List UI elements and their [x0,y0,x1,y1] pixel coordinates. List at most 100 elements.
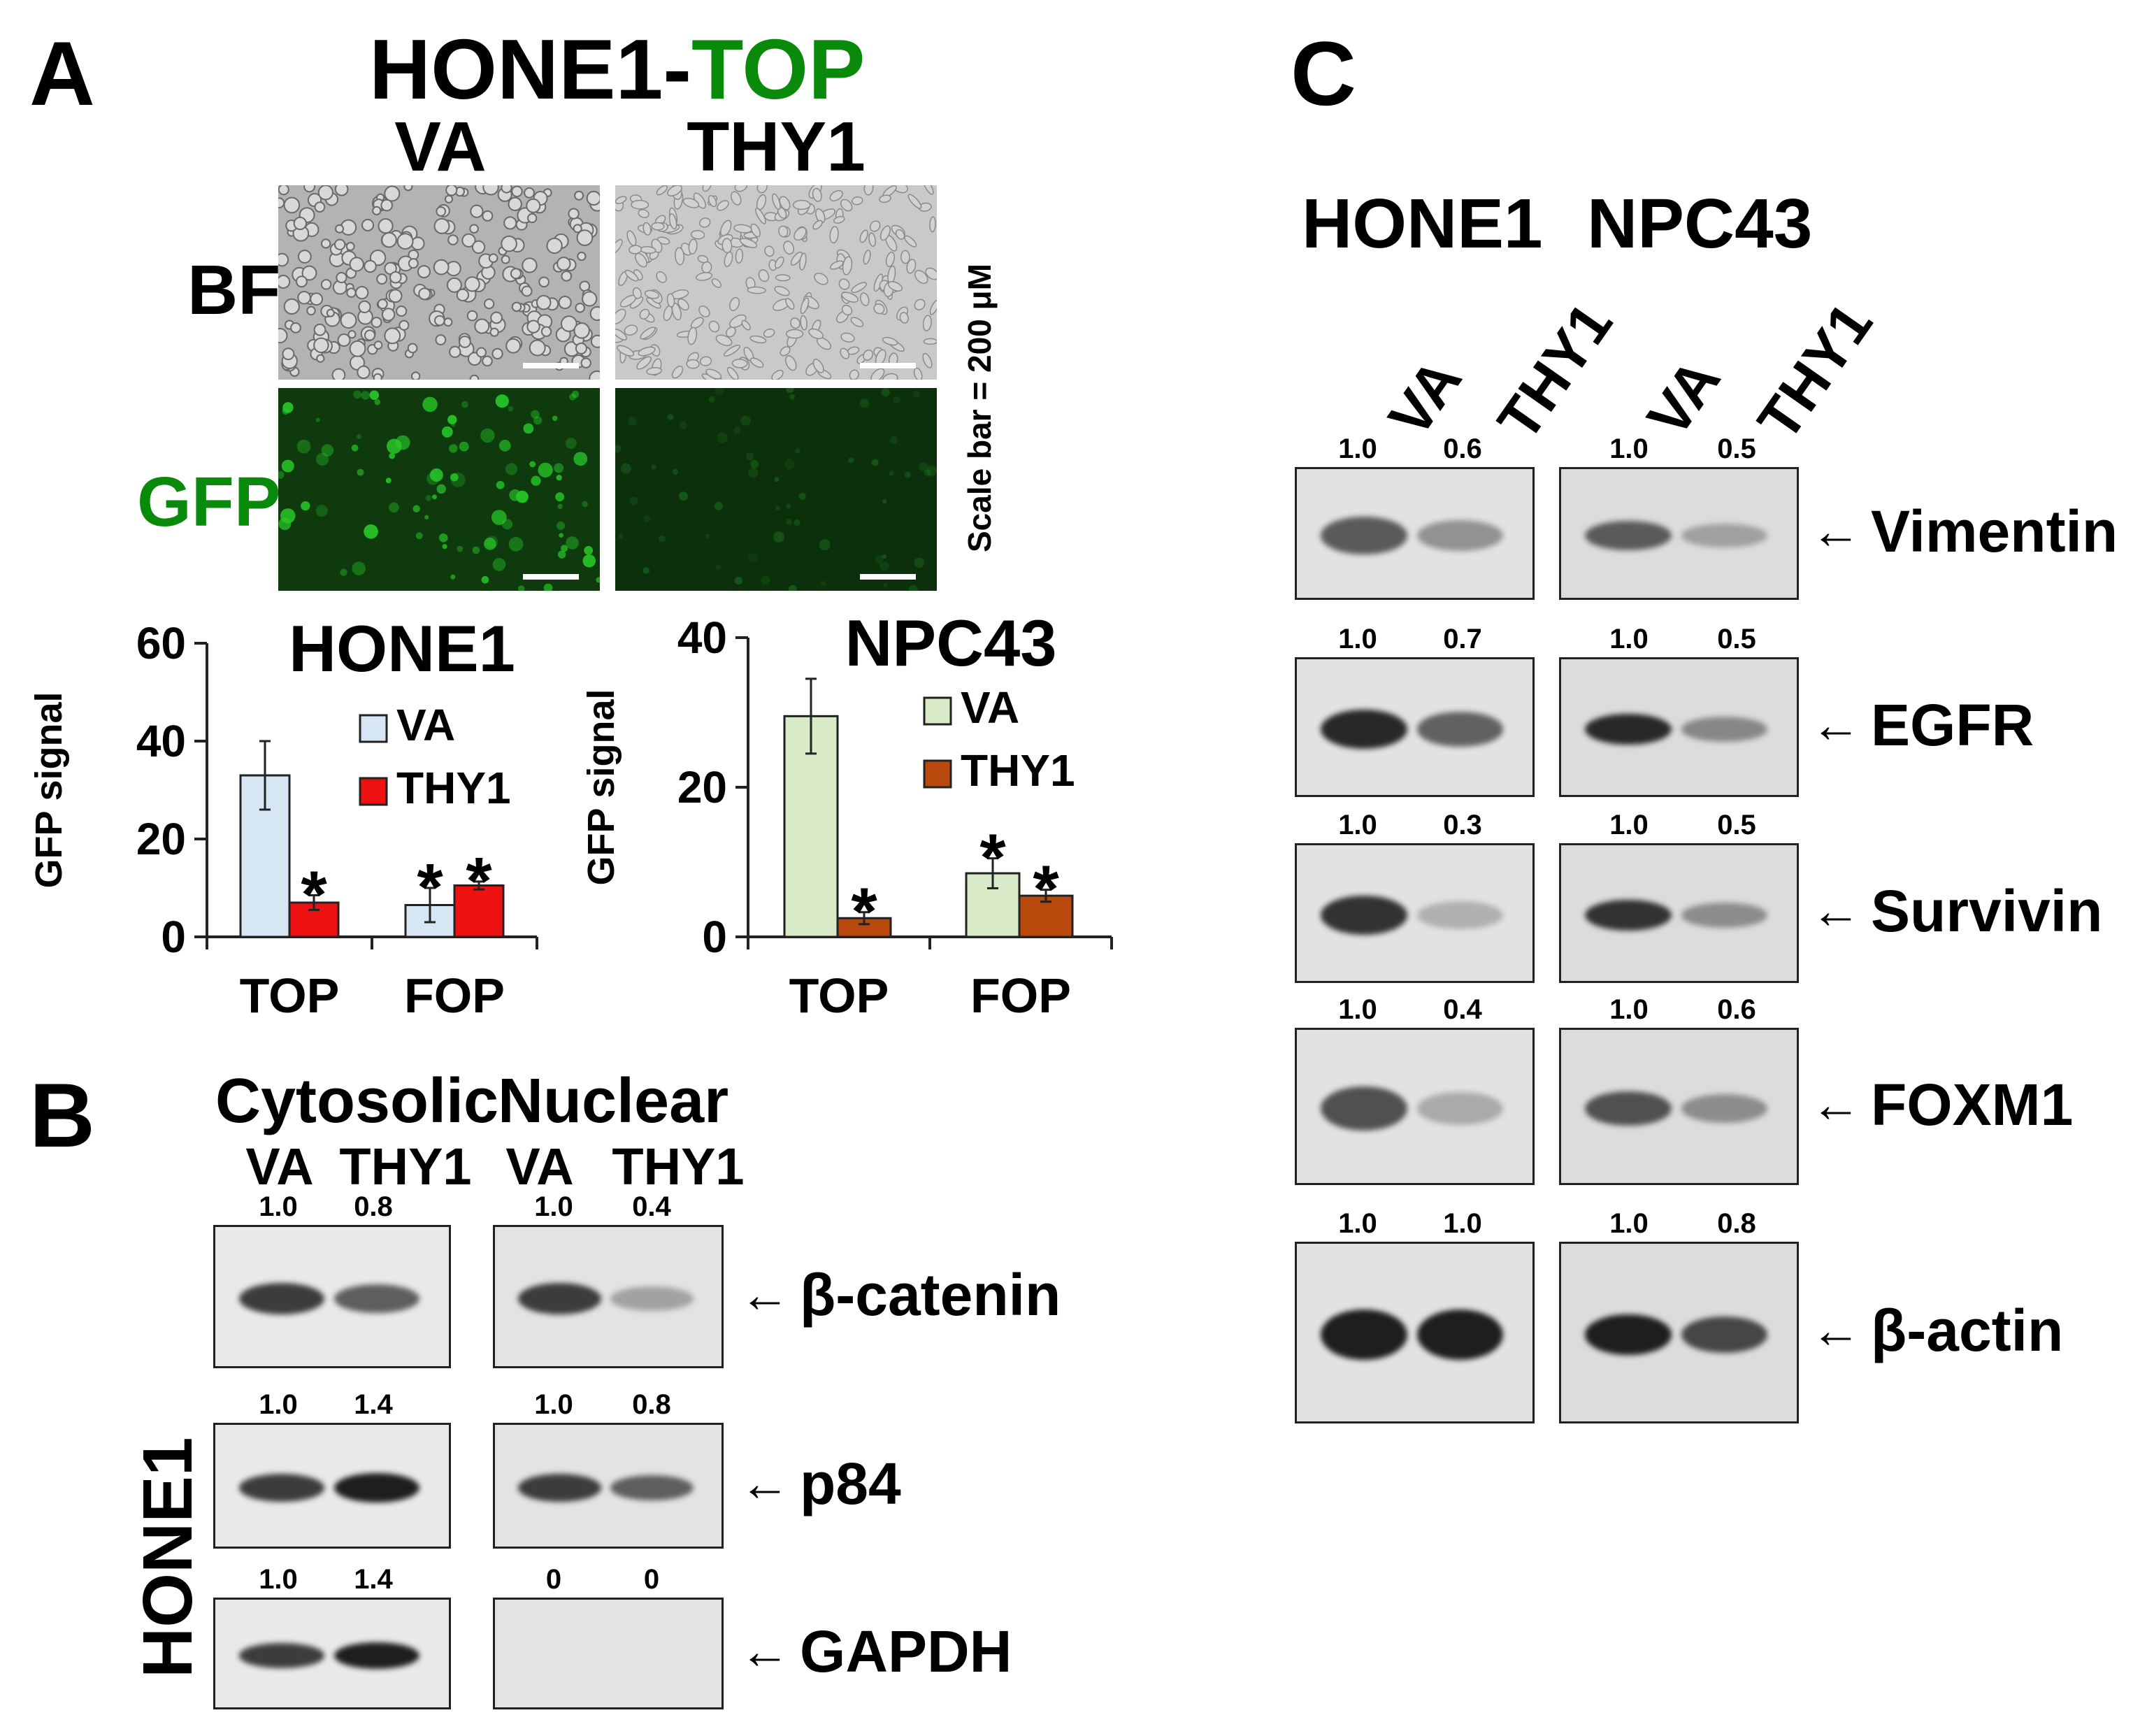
gfp-cell [914,557,925,568]
cell-shape [852,196,863,206]
cell-shape [682,197,700,208]
cell-shape [433,315,445,327]
cell-shape [771,369,784,380]
gfp-cell [459,441,469,452]
gfp-cell [621,463,631,474]
blot-band [1585,1314,1672,1355]
blot-band [1681,717,1767,742]
cell-shape [278,197,285,209]
legend-label: THY1 [961,745,1075,796]
cell-shape [863,250,871,265]
quant-value: 1.0 [1338,624,1377,654]
panel-a-title-suffix: TOP [691,22,866,117]
blot-band [1321,1309,1407,1361]
gfp-cell [658,535,666,543]
gfp-cell [457,545,464,552]
cell-shape [396,305,408,317]
cell-shape [577,251,587,261]
cell-shape [696,272,713,281]
cell-shape [792,199,811,210]
cell-shape [721,238,733,254]
gfp-cell [552,415,558,422]
gfp-cell [748,552,758,563]
blot-band [1681,524,1767,547]
blot-image [493,1423,724,1549]
cell-shape [484,298,495,310]
cell-shape [749,357,764,368]
quant-value: 1.0 [259,1191,298,1222]
gfp-cell [789,394,796,400]
cell-shape [410,236,425,251]
protein-label: ←β-actin [1811,1301,2063,1360]
gfp-cell [566,536,579,550]
cell-shape [418,287,431,301]
protein-name: EGFR [1871,692,2034,758]
x-tick-label: TOP [789,968,889,1023]
cell-shape [320,279,332,290]
blot-band [1416,519,1503,552]
cell-shape [815,208,826,224]
blot-image [213,1423,451,1549]
blot-image [1559,1028,1799,1185]
cell-shape [705,368,722,380]
cell-shape [740,238,758,248]
cell-shape [278,185,289,196]
cell-shape [371,317,382,328]
y-tick-label: 40 [677,615,727,663]
cell-shape [526,320,540,333]
gfp-cell [761,575,770,585]
gfp-cell [569,393,577,401]
quant-value: 1.0 [1609,1208,1649,1239]
gfp-cell [422,396,438,413]
cell-shape [278,252,289,267]
cell-shape [870,368,885,380]
x-tick-label: FOP [970,968,1071,1023]
group-label-nuclear: Nuclear [498,1066,729,1136]
cell-shape [829,260,844,270]
legend-label: THY1 [396,763,511,813]
cell-shape [488,253,498,263]
cell-shape [772,193,781,210]
cell-shape [501,235,517,252]
gfp-cell [848,457,854,464]
cell-shape [589,306,600,322]
quant-value: 0.5 [1717,624,1756,654]
cell-shape [283,196,301,214]
gfp-cell [496,480,505,489]
cell-shape [697,254,709,264]
legend-swatch [359,777,388,806]
cell-shape [337,333,351,347]
cell-shape [372,206,382,215]
blot-image [493,1225,724,1368]
gfp-cell [361,391,370,400]
cell-shape [508,196,522,212]
blot-band [1321,1086,1407,1131]
cell-shape [851,282,867,293]
gfp-cell [667,413,674,420]
cell-shape [326,308,335,317]
cell-shape [524,187,535,199]
blot-band [1681,903,1767,928]
quant-value: 0.6 [1717,994,1756,1025]
gfp-cell [582,554,596,568]
cell-shape [522,257,538,273]
cell-shape [675,247,685,266]
cell-shape [783,241,795,255]
gfp-cell [441,426,453,438]
cell-shape [726,327,736,338]
quant-value: 1.0 [259,1389,298,1420]
cell-shape [860,292,870,306]
gfp-cell [571,390,580,399]
significance-star: * [851,875,877,949]
gfp-cell [281,459,294,473]
gfp-cell [369,390,380,400]
cell-shape [345,242,355,251]
gfp-cell [543,583,553,591]
protein-name: β-catenin [800,1261,1061,1328]
cell-shape [388,289,403,303]
quant-value: 1.0 [1609,624,1649,654]
gfp-cell [643,515,651,523]
quant-value: 1.0 [1609,994,1649,1025]
blot-band [610,1286,694,1311]
blot-band [1321,710,1407,749]
